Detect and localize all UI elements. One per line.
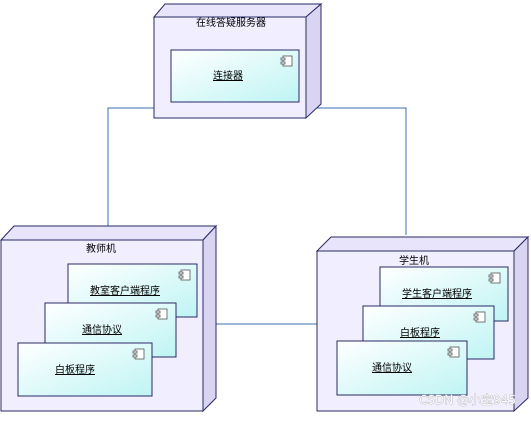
node-server-title: 在线答疑服务器 [196, 16, 266, 29]
links [107, 107, 407, 325]
component-label: 通信协议 [372, 361, 412, 374]
component-teacher-whiteboard[interactable]: 白板程序 [17, 342, 153, 397]
component-label: 学生客户端程序 [402, 287, 472, 300]
node-student-side [513, 235, 529, 413]
node-student-top [315, 236, 530, 252]
node-teacher-side [202, 224, 217, 413]
component-label: 连接器 [213, 69, 243, 82]
component-icon [155, 308, 168, 320]
component-icon [473, 311, 486, 323]
node-server-top [152, 3, 323, 18]
link-server-teacher [107, 107, 154, 226]
node-teacher-title: 教师机 [86, 242, 116, 255]
component-label: 教室客户端程序 [90, 284, 160, 297]
component-icon [178, 269, 191, 281]
component-label: 通信协议 [82, 323, 122, 336]
node-server: 在线答疑服务器 连接器 [152, 2, 323, 120]
component-label: 白板程序 [55, 363, 95, 376]
component-icon [488, 272, 501, 284]
component-icon [132, 348, 145, 360]
component-connector[interactable]: 连接器 [170, 49, 300, 103]
component-icon [447, 346, 460, 358]
node-teacher: 教师机 教室客户端程序 通信协议 [0, 224, 218, 413]
component-student-protocol[interactable]: 通信协议 [336, 340, 468, 396]
node-student-title: 学生机 [399, 254, 429, 267]
link-server-student [306, 107, 407, 235]
component-icon [280, 55, 293, 67]
node-server-side [305, 2, 322, 120]
node-student: 学生机 学生客户端程序 白板程序 [315, 235, 530, 413]
node-teacher-top [0, 225, 218, 241]
component-label: 白板程序 [400, 326, 440, 339]
watermark: CSDN @小宝945 [419, 393, 516, 407]
